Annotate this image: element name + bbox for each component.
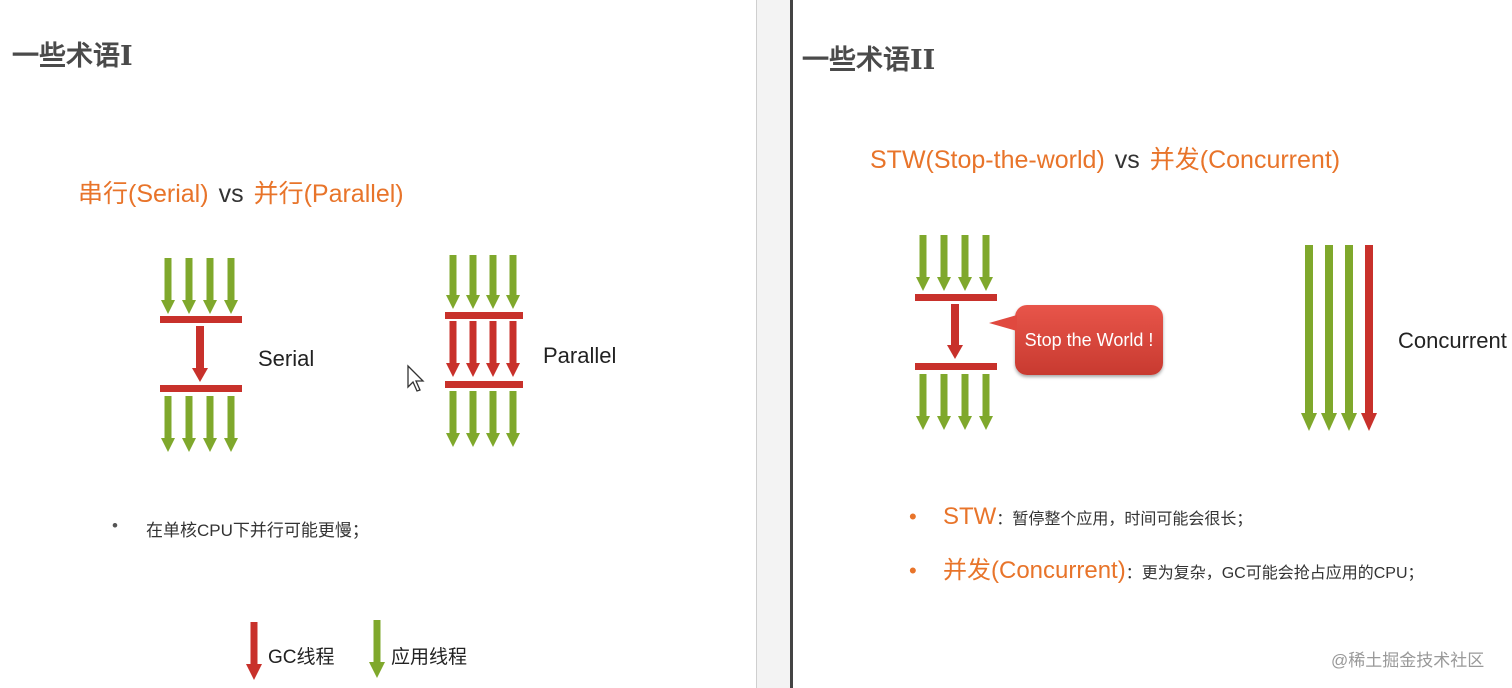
stw-app-threads-top — [916, 235, 993, 291]
app-thread-arrow-icon — [369, 620, 385, 678]
slide1-title: 一些术语I — [12, 41, 133, 72]
legend-gc-thread: GC线程 — [268, 647, 335, 668]
parallel-app-threads-bottom — [446, 391, 520, 447]
serial-app-threads-bottom — [161, 396, 238, 452]
slide-terms-1: 一些术语I 串行(Serial) vs 并行(Parallel) Serial — [0, 0, 757, 688]
serial-term: 串行(Serial) — [78, 180, 209, 208]
stw-gc-thread — [947, 304, 963, 359]
slide-terms-2: 一些术语II STW(Stop-the-world) vs 并发(Concurren… — [790, 0, 1512, 688]
bullet-term: STW — [943, 503, 997, 530]
safepoint-bar — [915, 294, 997, 301]
vs-text: vs — [218, 180, 244, 208]
safepoint-bar — [160, 316, 242, 323]
slide2-title: 一些术语II — [802, 45, 936, 76]
slide1-subtitle: 串行(Serial) vs 并行(Parallel) — [78, 174, 404, 210]
bullet-text: ：更为复杂，GC可能会抢占应用的CPU； — [1125, 565, 1424, 582]
stw-term: STW(Stop-the-world) — [870, 146, 1105, 174]
parallel-label: Parallel — [543, 343, 617, 368]
safepoint-bar — [445, 381, 523, 388]
parallel-gc-threads — [446, 321, 520, 377]
legend-app-thread: 应用线程 — [391, 647, 468, 668]
stw-diagram — [915, 235, 997, 430]
serial-gc-thread — [192, 326, 208, 382]
safepoint-bar — [915, 363, 997, 370]
concurrent-diagram — [1301, 245, 1377, 431]
bullet-item: 在单核CPU下并行可能更慢； — [112, 516, 369, 541]
serial-diagram — [160, 258, 242, 452]
parallel-app-threads-top — [446, 255, 520, 309]
watermark: @稀土掘金技术社区 — [1331, 651, 1485, 670]
serial-app-threads-top — [161, 258, 238, 314]
parallel-term: 并行(Parallel) — [253, 180, 404, 208]
slide2-bullets: STW：暂停整个应用，时间可能会很长； 并发(Concurrent)：更为复杂，… — [909, 502, 1424, 610]
concurrent-label: Concurrent — [1398, 328, 1507, 353]
slide1-bullets: 在单核CPU下并行可能更慢； — [112, 516, 369, 541]
parallel-diagram — [445, 255, 523, 447]
gc-thread-arrow-icon — [246, 622, 262, 680]
stop-the-world-callout: Stop the World ! — [989, 305, 1163, 375]
bullet-term: 并发(Concurrent) — [943, 557, 1126, 584]
bullet-item-concurrent: 并发(Concurrent)：更为复杂，GC可能会抢占应用的CPU； — [909, 556, 1424, 586]
concurrent-term: 并发(Concurrent) — [1149, 146, 1341, 174]
stw-app-threads-bottom — [916, 374, 993, 430]
safepoint-bar — [160, 385, 242, 392]
mouse-pointer-icon — [407, 364, 425, 392]
serial-label: Serial — [258, 346, 315, 371]
vs-text: vs — [1114, 146, 1140, 174]
bullet-text: ：暂停整个应用，时间可能会很长； — [996, 511, 1253, 528]
slide2-subtitle: STW(Stop-the-world) vs 并发(Concurrent) — [870, 140, 1340, 176]
safepoint-bar — [445, 312, 523, 319]
bullet-item-stw: STW：暂停整个应用，时间可能会很长； — [909, 502, 1424, 532]
